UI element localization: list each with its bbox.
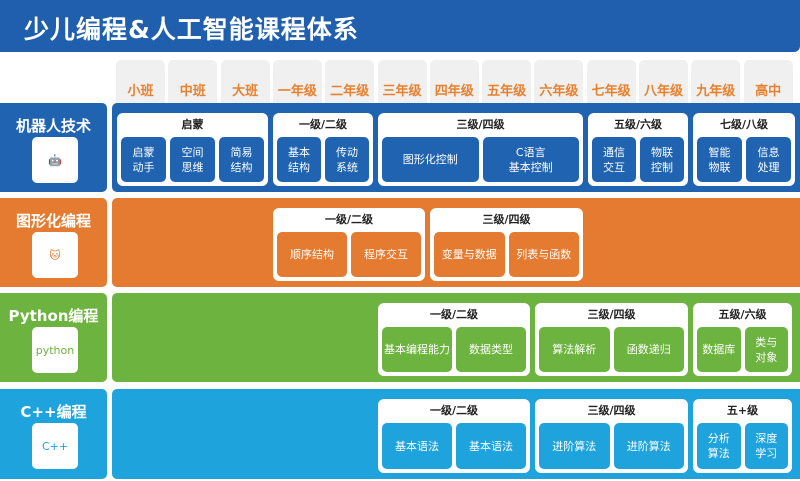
level-group: 一级/二级基本编程能力数据类型 [378,303,530,376]
course-list: 智能 物联信息 处理 [697,137,791,182]
level-group: 五级/六级数据库类与 对象 [693,303,792,376]
level-title: 一级/二级 [429,308,479,321]
course-item[interactable]: 基本语法 [382,423,452,469]
robot-icon: 🤖 [32,137,78,183]
level-title: 五级/六级 [718,308,767,321]
level-title: 三级/四级 [587,404,636,417]
level-group: 一级/二级顺序结构程序交互 [273,208,425,281]
course-item[interactable]: 深度 学习 [744,423,788,469]
course-list: 进阶算法进阶算法 [539,423,684,469]
row-label: C++编程 [0,389,107,479]
course-list: 数据库类与 对象 [697,327,788,372]
cpp-logo-icon-text: C++ [41,439,69,453]
level-group: 启蒙启蒙 动手空间 思维简易 结构 [117,113,268,186]
course-item[interactable]: 简易 结构 [219,137,264,182]
cpp-logo-icon: C++ [32,423,78,469]
python-logo-icon: python [32,327,78,373]
level-group: 三级/四级算法解析函数递归 [535,303,688,376]
course-item[interactable]: 列表与函数 [508,232,579,277]
course-item[interactable]: 类与 对象 [744,327,788,372]
row-title: 机器人技术 [15,117,91,135]
level-title: 七级/八级 [719,118,769,131]
course-item[interactable]: 物联 控制 [640,137,684,182]
level-title: 一级/二级 [324,213,374,226]
level-group: 一级/二级基本语法基本语法 [378,399,530,473]
course-item[interactable]: 基本编程能力 [382,327,452,372]
row-label: 机器人技术 [0,103,107,192]
level-group: 一级/二级基本 结构传动 系统 [273,113,373,186]
course-item[interactable]: 数据类型 [456,327,526,372]
level-group: 三级/四级进阶算法进阶算法 [535,399,688,473]
course-item[interactable]: 函数递归 [613,327,684,372]
course-list: 分析 算法深度 学习 [697,423,788,469]
course-list: 算法解析函数递归 [539,327,684,372]
course-item[interactable]: 通信 交互 [592,137,636,182]
course-item[interactable]: 进阶算法 [539,423,610,469]
course-list: 基本编程能力数据类型 [382,327,526,372]
level-title: 三级/四级 [456,118,505,131]
level-group: 五+级分析 算法深度 学习 [693,399,792,473]
level-title: 一级/二级 [429,404,479,417]
course-item[interactable]: 启蒙 动手 [121,137,166,182]
level-title: 一级/二级 [298,118,348,131]
level-group: 七级/八级智能 物联信息 处理 [693,113,795,186]
course-list: 启蒙 动手空间 思维简易 结构 [121,137,264,182]
level-group: 三级/四级变量与数据列表与函数 [430,208,583,281]
course-item[interactable]: 进阶算法 [613,423,684,469]
row-title: Python编程 [8,307,99,325]
course-item[interactable]: 传动 系统 [325,137,369,182]
course-list: 通信 交互物联 控制 [592,137,684,182]
course-item[interactable]: 顺序结构 [277,232,347,277]
course-item[interactable]: 基本语法 [456,423,526,469]
scratch-cat-icon: 🐱 [32,232,78,278]
course-list: 基本语法基本语法 [382,423,526,469]
course-list: 基本 结构传动 系统 [277,137,369,182]
course-item[interactable]: 信息 处理 [746,137,791,182]
course-item[interactable]: 程序交互 [351,232,421,277]
course-item[interactable]: 空间 思维 [170,137,215,182]
course-item[interactable]: 基本 结构 [277,137,321,182]
course-item[interactable]: 分析 算法 [697,423,741,469]
page-title: 少儿编程&人工智能课程体系 [0,0,800,52]
course-item[interactable]: 图形化控制 [382,137,479,182]
level-title: 三级/四级 [482,213,531,226]
course-item[interactable]: C语言 基本控制 [482,137,579,182]
course-list: 顺序结构程序交互 [277,232,421,277]
level-title: 三级/四级 [587,308,636,321]
course-item[interactable]: 变量与数据 [434,232,505,277]
python-logo-icon-text: python [35,343,75,357]
course-item[interactable]: 算法解析 [539,327,610,372]
course-list: 变量与数据列表与函数 [434,232,579,277]
course-item[interactable]: 智能 物联 [697,137,742,182]
level-title: 启蒙 [181,118,204,131]
level-title: 五级/六级 [613,118,663,131]
level-group: 五级/六级通信 交互物联 控制 [588,113,688,186]
course-item[interactable]: 数据库 [697,327,741,372]
row-title: 图形化编程 [15,212,91,230]
level-title: 五+级 [726,404,759,417]
row-title: C++编程 [20,403,87,421]
